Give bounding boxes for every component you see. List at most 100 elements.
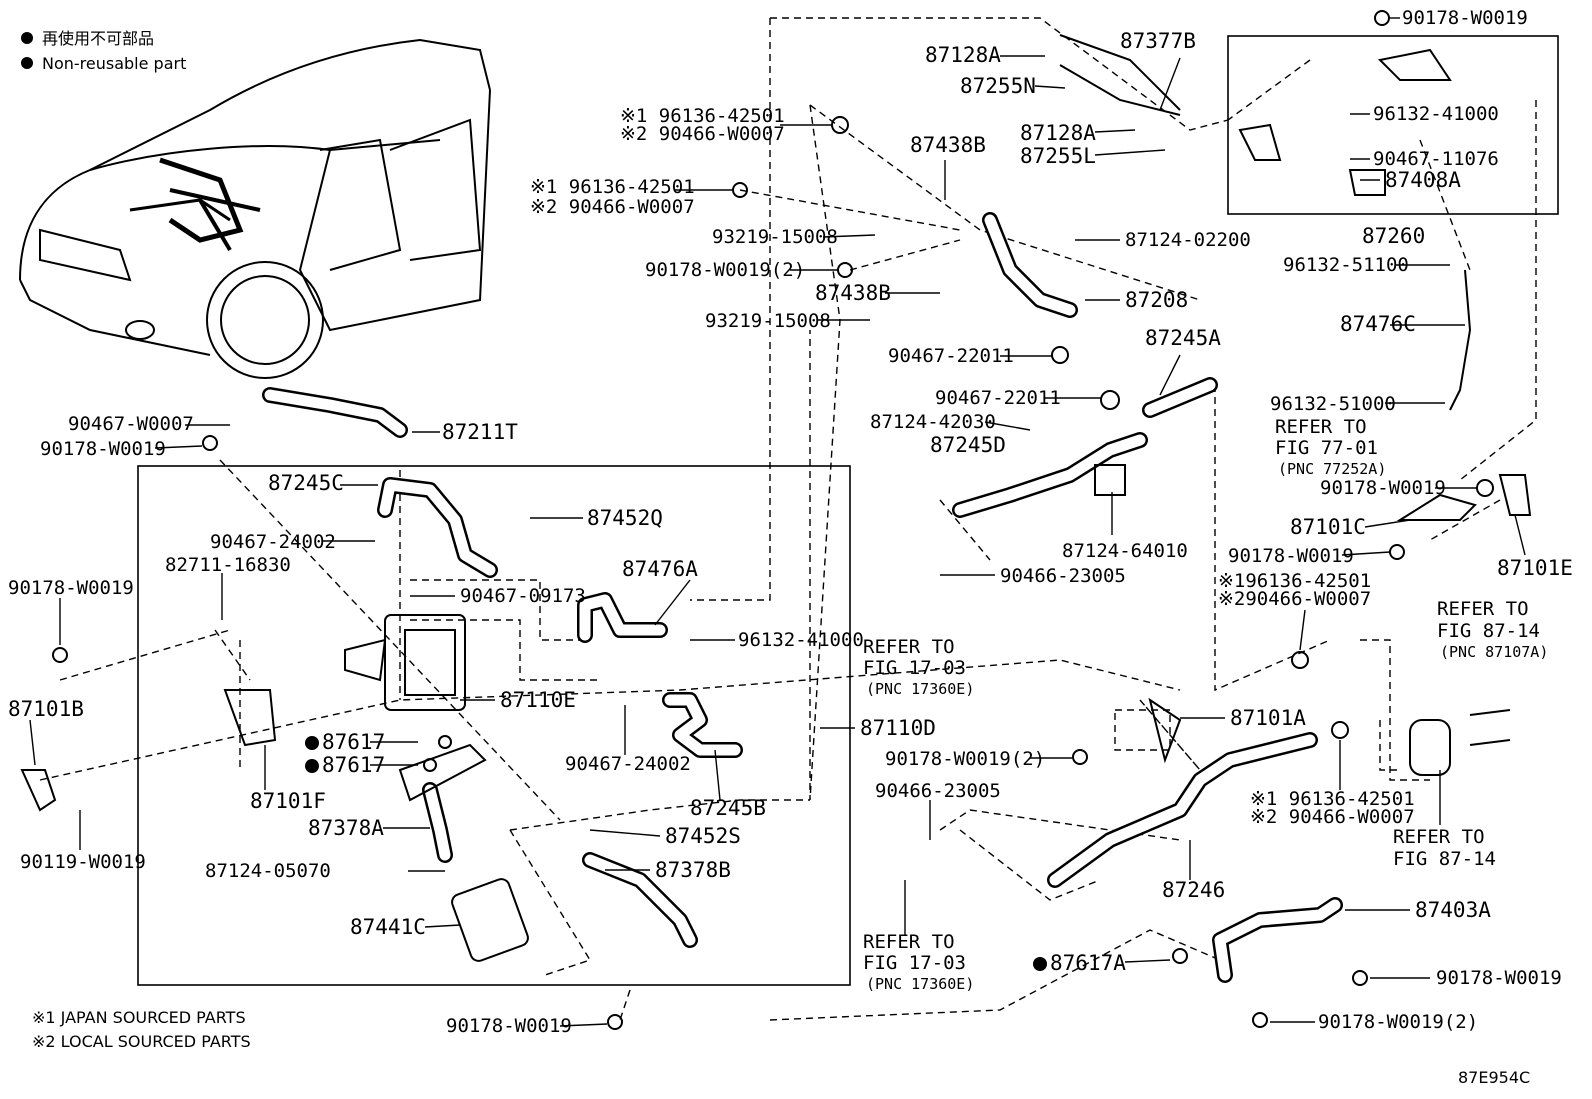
refer-17-03a-line3: (PNC 17360E): [866, 680, 974, 698]
label-87110E: 87110E: [500, 688, 576, 712]
label-87617-a: 87617: [322, 730, 385, 754]
note-japan-sourced: ※1 JAPAN SOURCED PARTS: [32, 1008, 246, 1027]
note-local-sourced: ※2 LOCAL SOURCED PARTS: [32, 1032, 251, 1051]
label-90178-W0019-r2: 90178-W0019: [1228, 545, 1354, 567]
label-87245B: 87245B: [690, 796, 766, 820]
label-90178-W0019-bot: 90178-W0019: [446, 1015, 572, 1037]
label-96136-42501-c: ※196136-42501: [1218, 570, 1371, 592]
label-87124-64010: 87124-64010: [1062, 540, 1188, 562]
refer-17-03a-line2: FIG 17-03: [863, 657, 966, 679]
legend-non-reusable-jp: 再使用不可部品: [42, 29, 154, 48]
label-96132-41000-m: 96132-41000: [738, 629, 864, 651]
label-90178-W0019-2b: 90178-W0019(2): [885, 748, 1045, 770]
label-87101B: 87101B: [8, 697, 84, 721]
label-96132-41000-r: 96132-41000: [1373, 103, 1499, 125]
label-87260: 87260: [1362, 224, 1425, 248]
assembly-guide-lines: [39, 17, 1537, 1021]
non-reusable-bullet-icon: [305, 736, 319, 750]
label-90466-23005-b: 90466-23005: [875, 780, 1001, 802]
label-90119-W0019: 90119-W0019: [20, 851, 146, 873]
refer-77-01-line1: REFER TO: [1275, 416, 1367, 438]
label-87408A: 87408A: [1385, 168, 1461, 192]
label-96132-51100: 96132-51100: [1283, 254, 1409, 276]
footnotes: ※1 JAPAN SOURCED PARTS ※2 LOCAL SOURCED …: [32, 1008, 1530, 1087]
refer-77-01-line3: (PNC 77252A): [1278, 460, 1386, 478]
label-96136-42501-b: ※1 96136-42501: [530, 176, 695, 198]
refer-77-01-line2: FIG 77-01: [1275, 437, 1378, 459]
label-87377B: 87377B: [1120, 29, 1196, 53]
label-87245D: 87245D: [930, 433, 1006, 457]
label-90178-W0019-l1: 90178-W0019: [40, 438, 166, 460]
label-87101A: 87101A: [1230, 706, 1306, 730]
label-87476A: 87476A: [622, 557, 698, 581]
label-87617-b: 87617: [322, 753, 385, 777]
valve-group-frame: [1227, 35, 1559, 215]
label-90178-W0019-2c: 90178-W0019(2): [1318, 1011, 1478, 1033]
label-87378B: 87378B: [655, 858, 731, 882]
refer-87-14b-line2: FIG 87-14: [1393, 848, 1496, 870]
heater-group-frame: [137, 465, 851, 986]
label-87101F: 87101F: [250, 789, 326, 813]
leader-lines: [29, 17, 1526, 1027]
label-93219-15008-a: 93219-15008: [712, 226, 838, 248]
vehicle-location-illustration: [19, 38, 491, 379]
label-87403A: 87403A: [1415, 898, 1491, 922]
figure-code: 87E954C: [1458, 1068, 1530, 1087]
label-87617A: 87617A: [1050, 951, 1126, 975]
label-90178-W0019-2a: 90178-W0019(2): [645, 259, 805, 281]
label-87441C: 87441C: [350, 915, 426, 939]
non-reusable-bullet-icon: [1033, 957, 1047, 971]
label-87476C: 87476C: [1340, 312, 1416, 336]
label-87255N: 87255N: [960, 74, 1036, 98]
label-87124-42030: 87124-42030: [870, 411, 996, 433]
label-90467-24002-b: 90467-24002: [565, 753, 691, 775]
label-90466-W0007-b: ※2 90466-W0007: [530, 196, 695, 218]
label-93219-15008-b: 93219-15008: [705, 310, 831, 332]
label-90466-W0007-a: ※2 90466-W0007: [620, 123, 785, 145]
label-90178-W0019-br: 90178-W0019: [1436, 967, 1562, 989]
label-87246: 87246: [1162, 878, 1225, 902]
label-87110D: 87110D: [860, 716, 936, 740]
label-87128A-2: 87128A: [1020, 121, 1096, 145]
label-90467-22011-a: 90467-22011: [888, 345, 1014, 367]
label-90178-W0019-r1: 90178-W0019: [1320, 477, 1446, 499]
label-90178-W0019-l2: 90178-W0019: [8, 577, 134, 599]
non-reusable-bullet-icon: [305, 759, 319, 773]
legend: 再使用不可部品 Non-reusable part: [21, 29, 186, 73]
label-90467-11076: 90467-11076: [1373, 148, 1499, 170]
refer-87-14a-line2: FIG 87-14: [1437, 620, 1540, 642]
label-90467-24002-a: 90467-24002: [210, 531, 336, 553]
label-87124-02200: 87124-02200: [1125, 229, 1251, 251]
refer-87-14b-line1: REFER TO: [1393, 826, 1485, 848]
label-87438B-b: 87438B: [815, 281, 891, 305]
label-87378A: 87378A: [308, 816, 384, 840]
label-90466-W0007-c: ※290466-W0007: [1218, 588, 1371, 610]
refer-87-14a-line3: (PNC 87107A): [1440, 643, 1548, 661]
label-87452S: 87452S: [665, 824, 741, 848]
label-90467-22011-b: 90467-22011: [935, 387, 1061, 409]
label-87211T: 87211T: [442, 420, 518, 444]
label-87124-05070: 87124-05070: [205, 860, 331, 882]
label-90466-W0007-d: ※2 90466-W0007: [1250, 806, 1415, 828]
label-87101C: 87101C: [1290, 515, 1366, 539]
refer-17-03a-line1: REFER TO: [863, 636, 955, 658]
label-87245A: 87245A: [1145, 326, 1221, 350]
label-96136-42501-a: ※1 96136-42501: [620, 105, 785, 127]
label-87128A-1: 87128A: [925, 43, 1001, 67]
label-87255L: 87255L: [1020, 144, 1096, 168]
part-labels: 90178-W0019 87377B 87128A 87255N 87128A …: [8, 7, 1573, 1037]
label-96136-42501-d: ※1 96136-42501: [1250, 788, 1415, 810]
legend-non-reusable-en: Non-reusable part: [42, 54, 186, 73]
label-90467-W0007: 90467-W0007: [68, 413, 194, 435]
label-87245C: 87245C: [268, 471, 344, 495]
non-reusable-bullet-icon: [21, 32, 33, 44]
label-90466-23005-a: 90466-23005: [1000, 565, 1126, 587]
label-90178-W0019-top: 90178-W0019: [1402, 7, 1528, 29]
refer-17-03b-line1: REFER TO: [863, 931, 955, 953]
label-82711-16830: 82711-16830: [165, 554, 291, 576]
label-87438B-a: 87438B: [910, 133, 986, 157]
label-96132-51000: 96132-51000: [1270, 393, 1396, 415]
label-87101E: 87101E: [1497, 556, 1573, 580]
non-reusable-bullet-icon: [21, 57, 33, 69]
